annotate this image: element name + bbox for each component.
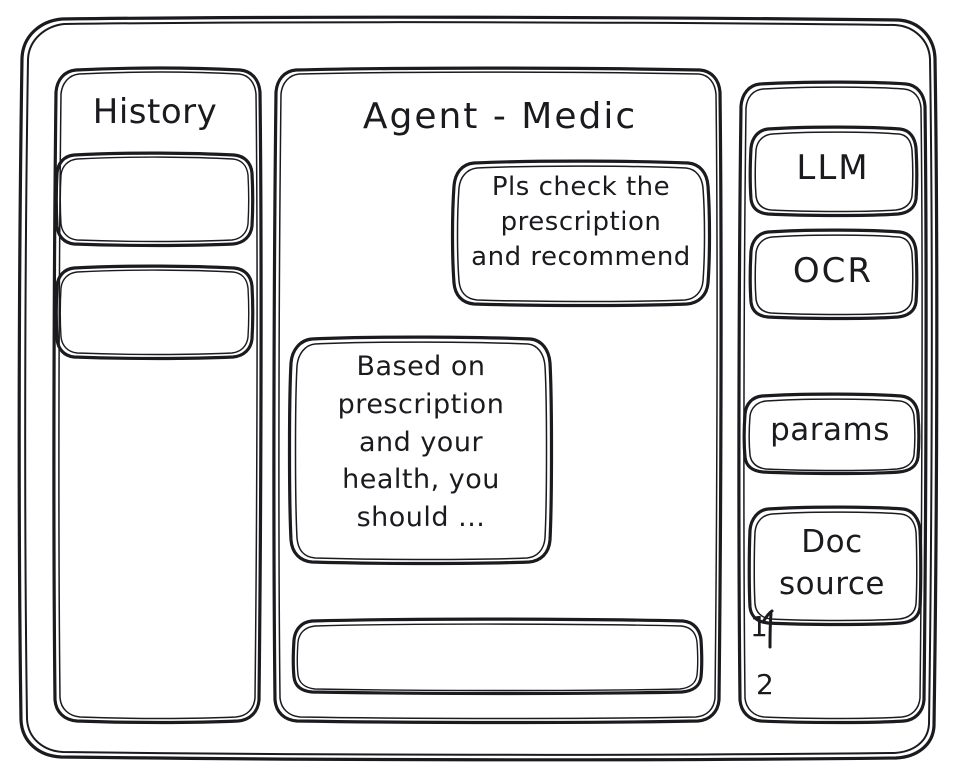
history-item-2-outline <box>54 264 255 361</box>
user-message-bubble-outline <box>450 159 712 308</box>
doc-source-connector <box>761 609 774 649</box>
user-message-text: Pls check the prescription and recommend <box>471 172 691 273</box>
doc-source-button-label: Doc source <box>779 524 885 602</box>
llm-button-outline <box>748 125 919 218</box>
tools-panel-outline <box>737 80 928 725</box>
history-item-1-outline <box>54 151 255 248</box>
history-panel-outline <box>52 66 263 725</box>
composer-input-outline <box>291 617 704 696</box>
page-title: Agent - Medic <box>362 96 638 137</box>
doc-source-button-outline <box>747 505 923 627</box>
agent-message-text: Based on prescription and your health, y… <box>337 351 505 534</box>
params-button[interactable] <box>745 396 919 474</box>
history-item[interactable] <box>57 268 253 358</box>
doc-source-button[interactable] <box>750 509 921 624</box>
llm-button[interactable] <box>751 129 917 215</box>
composer-input[interactable] <box>294 621 702 693</box>
ocr-button[interactable] <box>751 232 917 318</box>
main-panel-outline <box>272 66 723 725</box>
params-button-outline <box>742 392 921 476</box>
params-button-label: params <box>770 412 890 448</box>
agent-message-bubble <box>291 339 551 563</box>
doc-source-item-1[interactable]: 1 <box>750 610 769 643</box>
window-frame-outline <box>17 15 939 762</box>
history-item[interactable] <box>57 155 253 245</box>
ocr-button-outline <box>748 228 919 321</box>
agent-message-bubble-outline <box>287 335 554 566</box>
doc-source-item-2[interactable]: 2 <box>756 668 775 701</box>
history-panel-title: History <box>92 92 218 132</box>
user-message-bubble <box>454 163 709 305</box>
llm-button-label: LLM <box>796 148 870 188</box>
ocr-button-label: OCR <box>792 251 874 291</box>
